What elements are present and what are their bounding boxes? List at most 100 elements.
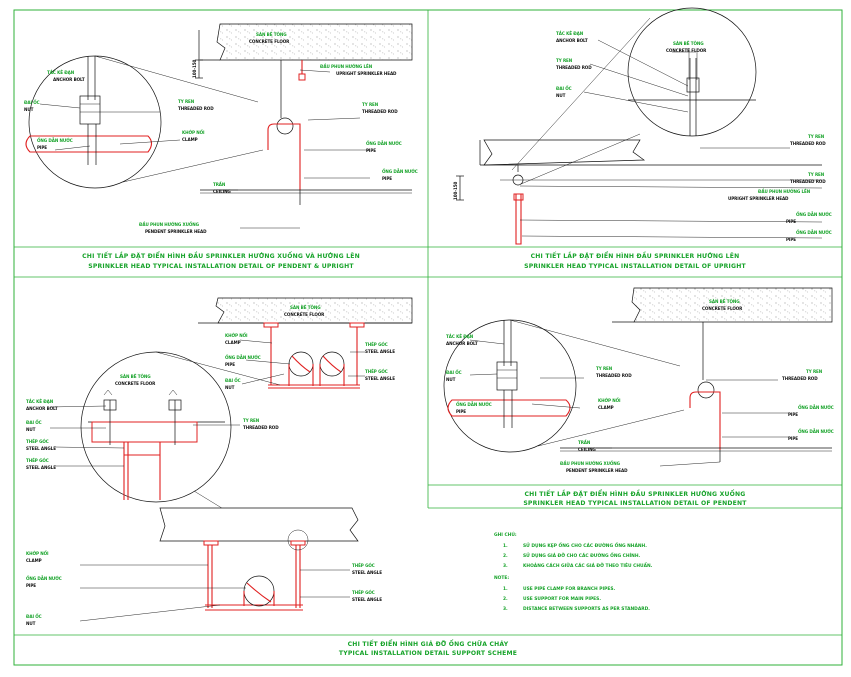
p4-label-rod2-en: THREADED ROD bbox=[782, 376, 818, 382]
panel-pendent-upright bbox=[25, 23, 413, 229]
notes-item-vn-1: SỬ DỤNG KẸP ỐNG CHO CÁC ĐƯỜNG ỐNG NHÁNH. bbox=[523, 541, 647, 549]
p1-title-line1: CHI TIẾT LẮP ĐẶT ĐIỂN HÌNH ĐẦU SPRINKLER… bbox=[82, 250, 360, 260]
p1-label-pendent-vn: ĐẦU PHUN HƯỚNG XUỐNG bbox=[139, 219, 200, 228]
p2-label-ceiling-vn: SÀN BÊ TÔNG bbox=[673, 39, 704, 47]
notes-item-vn-3: KHOẢNG CÁCH GIỮA CÁC GIÁ ĐỠ THEO TIÊU CH… bbox=[523, 561, 653, 569]
p3-label-rod-en: THREADED ROD bbox=[243, 425, 279, 431]
p4-label-rod-vn: TY REN bbox=[596, 366, 613, 372]
p2-title-line2: SPRINKLER HEAD TYPICAL INSTALLATION DETA… bbox=[524, 263, 746, 270]
p4-label-anchor-vn: TẮC KÊ ĐẠN bbox=[446, 332, 474, 340]
p3-label-steel6-en: STEEL ANGLE bbox=[352, 597, 382, 603]
p4-label-ceiling-board-en: CEILING bbox=[578, 447, 596, 453]
p2-dim-height: 100-150 bbox=[453, 182, 459, 200]
p4-label-pipe2-en: PIPE bbox=[788, 412, 798, 418]
p3-label-clamp2-en: CLAMP bbox=[26, 558, 42, 564]
support-title-line2: TYPICAL INSTALLATION DETAIL SUPPORT SCHE… bbox=[339, 650, 517, 657]
p3-label-steel3-en: STEEL ANGLE bbox=[26, 446, 56, 452]
p3-label-ceiling2-vn: SÀN BÊ TÔNG bbox=[120, 372, 151, 380]
p4-label-nut-vn: ĐAI ỐC bbox=[446, 368, 462, 376]
p4-title-line2: SPRINKLER HEAD TYPICAL INSTALLATION DETA… bbox=[523, 500, 747, 507]
p4-label-clamp-en: CLAMP bbox=[598, 405, 614, 411]
p1-label-pipe-en: PIPE bbox=[37, 145, 47, 151]
notes-block: GHI CHÚ: 1. SỬ DỤNG KẸP ỐNG CHO CÁC ĐƯỜN… bbox=[494, 531, 653, 612]
p1-label-sprinkler-en: UPRIGHT SPRINKLER HEAD bbox=[336, 71, 397, 77]
p4-label-pipe-en: PIPE bbox=[456, 409, 466, 415]
p4-label-clamp-vn: KHỚP NỐI bbox=[598, 396, 621, 404]
p4-label-pipe3-en: PIPE bbox=[788, 436, 798, 442]
p2-label-pipe2-en: PIPE bbox=[786, 237, 796, 243]
panel-2-labels: TẮC KÊ ĐẠN ANCHOR BOLT SÀN BÊ TÔNG CONCR… bbox=[453, 29, 832, 270]
p1-label-pipe2-vn: ỐNG DẪN NƯỚC bbox=[366, 139, 402, 147]
p4-label-nut-en: NUT bbox=[446, 377, 456, 383]
p3-label-nut2-en: NUT bbox=[26, 427, 36, 433]
p4-label-ceiling-en: CONCRETE FLOOR bbox=[702, 306, 743, 312]
p1-label-ceiling-vn: SÀN BÊ TÔNG bbox=[256, 30, 287, 38]
notes-num-en-2: 2. bbox=[503, 596, 508, 602]
p3-label-steel5-vn: THÉP GÓC bbox=[352, 561, 375, 569]
p1-label-pipe-vn: ỐNG DẪN NƯỚC bbox=[37, 136, 73, 144]
p3-label-anchor-vn: TẮC KÊ ĐẠN bbox=[26, 397, 54, 405]
p3-label-clamp-vn: KHỚP NỐI bbox=[225, 331, 248, 339]
p1-label-rod2-en: THREADED ROD bbox=[362, 109, 398, 115]
p3-label-nut-vn: ĐAI ỐC bbox=[225, 376, 241, 384]
p3-label-rod-vn: TY REN bbox=[243, 418, 260, 424]
p2-label-rod-en: THREADED ROD bbox=[556, 65, 592, 71]
panel-3-labels: SÀN BÊ TÔNG CONCRETE FLOOR KHỚP NỐI CLAM… bbox=[26, 303, 395, 627]
p2-label-pipe-vn: ỐNG DẪN NƯỚC bbox=[796, 210, 832, 218]
notes-num-vn-2: 2. bbox=[503, 553, 508, 559]
notes-item-en-1: USE PIPE CLAMP FOR BRANCH PIPES. bbox=[523, 586, 615, 592]
p3-label-steel6-vn: THÉP GÓC bbox=[352, 588, 375, 596]
p3-label-steel5-en: STEEL ANGLE bbox=[352, 570, 382, 576]
p1-label-coupling-en: CLAMP bbox=[182, 137, 198, 143]
p3-label-steel4-vn: THÉP GÓC bbox=[26, 456, 49, 464]
p1-label-pipe3-en: PIPE bbox=[382, 176, 392, 182]
support-title: CHI TIẾT ĐIỂN HÌNH GIÁ ĐỠ ỐNG CHỮA CHÁY … bbox=[339, 638, 517, 657]
p1-title-line2: SPRINKLER HEAD TYPICAL INSTALLATION DETA… bbox=[88, 263, 354, 270]
p3-label-nut3-vn: ĐAI ỐC bbox=[26, 612, 42, 620]
p3-label-steel-en: STEEL ANGLE bbox=[365, 349, 395, 355]
p3-label-clamp-en: CLAMP bbox=[225, 340, 241, 346]
p3-label-steel3-vn: THÉP GÓC bbox=[26, 437, 49, 445]
p1-label-pipe3-vn: ỐNG DẪN NƯỚC bbox=[382, 167, 418, 175]
p1-label-nut-vn: ĐAI ỐC bbox=[24, 98, 40, 106]
p3-label-ceiling-en: CONCRETE FLOOR bbox=[284, 312, 325, 318]
p3-label-pipe2-vn: ỐNG DẪN NƯỚC bbox=[26, 574, 62, 582]
notes-num-en-1: 1. bbox=[503, 586, 508, 592]
p3-label-anchor-en: ANCHOR BOLT bbox=[26, 406, 58, 412]
p3-label-pipe-en: PIPE bbox=[225, 362, 235, 368]
p2-label-pipe-en: PIPE bbox=[786, 219, 796, 225]
p3-label-nut2-vn: ĐAI ỐC bbox=[26, 418, 42, 426]
p3-label-clamp2-vn: KHỚP NỐI bbox=[26, 549, 49, 557]
p1-label-ceiling-board-en: CEILING bbox=[213, 189, 231, 195]
p1-label-anchor-vn: TẮC KÊ ĐẠN bbox=[47, 68, 75, 76]
p4-label-ceiling-vn: SÀN BÊ TÔNG bbox=[709, 297, 740, 305]
p4-label-pendent-en: PENDENT SPRINKLER HEAD bbox=[566, 468, 628, 474]
p1-label-ceiling-en: CONCRETE FLOOR bbox=[249, 39, 290, 45]
p1-label-rod-vn: TY REN bbox=[178, 99, 195, 105]
panel-pendent bbox=[443, 287, 833, 467]
p2-label-rod2-en: THREADED ROD bbox=[790, 141, 826, 147]
notes-item-en-3: DISTANCE BETWEEN SUPPORTS AS PER STANDAR… bbox=[523, 606, 650, 612]
p4-label-anchor-en: ANCHOR BOLT bbox=[446, 341, 478, 347]
p2-label-upright-vn: ĐẦU PHUN HƯỚNG LÊN bbox=[758, 186, 811, 195]
panel-1-labels: SÀN BÊ TÔNG CONCRETE FLOOR ĐẦU PHUN HƯỚN… bbox=[24, 30, 418, 270]
p3-label-steel2-vn: THÉP GÓC bbox=[365, 367, 388, 375]
p2-label-nut-en: NUT bbox=[556, 93, 566, 99]
p4-title-line1: CHI TIẾT LẮP ĐẶT ĐIỂN HÌNH ĐẦU SPRINKLER… bbox=[524, 488, 745, 498]
p1-label-pendent-en: PENDENT SPRINKLER HEAD bbox=[145, 229, 207, 235]
p3-label-steel4-en: STEEL ANGLE bbox=[26, 465, 56, 471]
p3-label-steel2-en: STEEL ANGLE bbox=[365, 376, 395, 382]
notes-item-vn-2: SỬ DỤNG GIÁ ĐỠ CHO CÁC ĐƯỜNG ỐNG CHÍNH. bbox=[523, 551, 641, 559]
p1-label-rod-en: THREADED ROD bbox=[178, 106, 214, 112]
notes-heading-vn: GHI CHÚ: bbox=[494, 531, 517, 538]
p2-label-pipe2-vn: ỐNG DẪN NƯỚC bbox=[796, 228, 832, 236]
p1-label-ceiling-board-vn: TRẦN bbox=[213, 179, 226, 188]
p3-label-pipe-vn: ỐNG DẪN NƯỚC bbox=[225, 353, 261, 361]
notes-heading-en: NOTE: bbox=[494, 575, 509, 581]
p1-label-pipe2-en: PIPE bbox=[366, 148, 376, 154]
p1-dim-height: 100-150 bbox=[192, 60, 198, 78]
p2-label-rod3-en: THREADED ROD bbox=[790, 179, 826, 185]
sheet-frame bbox=[13, 9, 843, 666]
p4-label-pipe-vn: ỐNG DẪN NƯỚC bbox=[456, 400, 492, 408]
panel-upright bbox=[456, 7, 823, 245]
